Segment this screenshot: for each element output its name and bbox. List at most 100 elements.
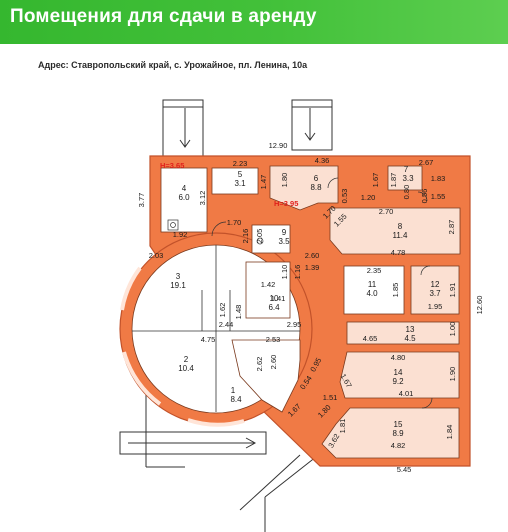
entry-arrow <box>119 431 267 455</box>
room-7 <box>387 165 423 191</box>
room-number: 11 <box>368 280 377 289</box>
dimension: 1.92 <box>173 230 188 239</box>
dimension: 2.70 <box>379 207 394 216</box>
dimension: 3.77 <box>137 193 146 208</box>
room-area: 3.1 <box>234 179 246 188</box>
room-number: 7 <box>404 165 409 174</box>
dimension: 2.44 <box>219 320 234 329</box>
room-area: 9.2 <box>392 377 404 386</box>
room-number: 3 <box>176 272 181 281</box>
dimension: 2.53 <box>266 335 281 344</box>
room-area: 3.5 <box>278 237 290 246</box>
dimension: 2.67 <box>419 158 434 167</box>
dimension: 1.42 <box>261 280 276 289</box>
dimension: 4.78 <box>391 248 406 257</box>
dimension: 1.95 <box>428 302 443 311</box>
dimension: 2.05 <box>255 229 264 244</box>
room-area: 3.7 <box>429 289 441 298</box>
dimension: 1.67 <box>371 173 380 188</box>
dimension: 2.35 <box>367 266 382 275</box>
dimension: 1.51 <box>323 393 338 402</box>
room-13 <box>346 321 460 345</box>
dimension: 0.56 <box>420 189 429 204</box>
address-line: Адрес: Ставропольский край, с. Урожайное… <box>38 60 308 70</box>
dimension: 1.55 <box>431 192 446 201</box>
dimension: 3.12 <box>198 191 207 206</box>
dimension: 1.91 <box>448 283 457 298</box>
room-area: 10.4 <box>178 364 194 373</box>
room-area: 8.8 <box>310 183 322 192</box>
room-14 <box>339 351 460 399</box>
dimension: 1.48 <box>234 305 243 320</box>
dimension: 4.82 <box>391 441 406 450</box>
dimension: 1.47 <box>259 175 268 190</box>
room-number: 5 <box>238 170 243 179</box>
dimension: 4.80 <box>391 353 406 362</box>
dimension: 1.00 <box>448 322 457 337</box>
dimension: 4.01 <box>399 389 414 398</box>
room-number: 14 <box>394 368 403 377</box>
room-5 <box>211 167 259 195</box>
room-number: 10 <box>270 294 279 303</box>
dimension: 12.90 <box>269 141 288 150</box>
room-number: 9 <box>282 228 287 237</box>
room-4 <box>160 167 208 233</box>
dimension: 1.81 <box>338 419 347 434</box>
dimension: 1.41 <box>271 294 286 303</box>
dimension: 1.70 <box>227 218 242 227</box>
dimension: 2.16 <box>241 229 250 244</box>
dimension: 1.87 <box>389 173 398 188</box>
dimension: 0.53 <box>340 189 349 204</box>
room-11 <box>343 265 405 315</box>
room-15 <box>321 407 460 459</box>
dimension: 2.62 <box>255 357 264 372</box>
room-area: 4.5 <box>404 334 416 343</box>
room-area: 4.0 <box>366 289 378 298</box>
dimension: 5.45 <box>397 465 412 474</box>
dimension: 2.60 <box>269 355 278 370</box>
room-6 <box>269 165 339 211</box>
room-area: 6.4 <box>268 303 280 312</box>
dimension: 2.87 <box>447 220 456 235</box>
dimension: 2.03 <box>149 251 164 260</box>
dimension: 1.16 <box>293 265 302 280</box>
dimension: 1.62 <box>218 303 227 318</box>
dimension: 12.60 <box>475 296 484 315</box>
dimension: 1.90 <box>448 367 457 382</box>
room-number: 13 <box>406 325 415 334</box>
room-number: 6 <box>314 174 319 183</box>
dimension: 1.84 <box>445 425 454 440</box>
dimension: 1.83 <box>431 174 446 183</box>
dimension: 2.60 <box>305 251 320 260</box>
header-banner: Помещения для сдачи в аренду <box>0 0 508 44</box>
room-9 <box>251 224 291 254</box>
room-area: 8.9 <box>392 429 404 438</box>
room-area: 19.1 <box>170 281 186 290</box>
dimension: 1.80 <box>280 173 289 188</box>
dimension: 1.39 <box>305 263 320 272</box>
room-number: 1 <box>231 386 236 395</box>
dimension: 4.75 <box>201 335 216 344</box>
room-number: 8 <box>398 222 403 231</box>
room-number: 2 <box>184 355 189 364</box>
height-label: H=3.95 <box>274 199 298 208</box>
room-labels: 1 8.4 2 10.4 3 19.1 4 6.0 5 3.1 6 8.8 7 … <box>170 165 441 438</box>
corridor-1 <box>231 339 301 413</box>
dimension: 2.23 <box>233 159 248 168</box>
room-number: 12 <box>431 280 440 289</box>
room-8 <box>329 207 461 255</box>
room-area: 3.3 <box>402 174 414 183</box>
room-number: 4 <box>182 184 187 193</box>
dimension: 1.20 <box>361 193 376 202</box>
room-area: 6.0 <box>178 193 190 202</box>
dimension: 1.10 <box>280 265 289 280</box>
dimension: 1.85 <box>391 283 400 298</box>
dimension: 0.80 <box>402 185 411 200</box>
room-area: 11.4 <box>393 231 409 240</box>
page-title: Помещения для сдачи в аренду <box>10 6 317 27</box>
room-12 <box>410 265 460 315</box>
dimension: 2.95 <box>287 320 302 329</box>
height-label: H=3.65 <box>160 161 184 170</box>
room-10 <box>245 261 291 319</box>
